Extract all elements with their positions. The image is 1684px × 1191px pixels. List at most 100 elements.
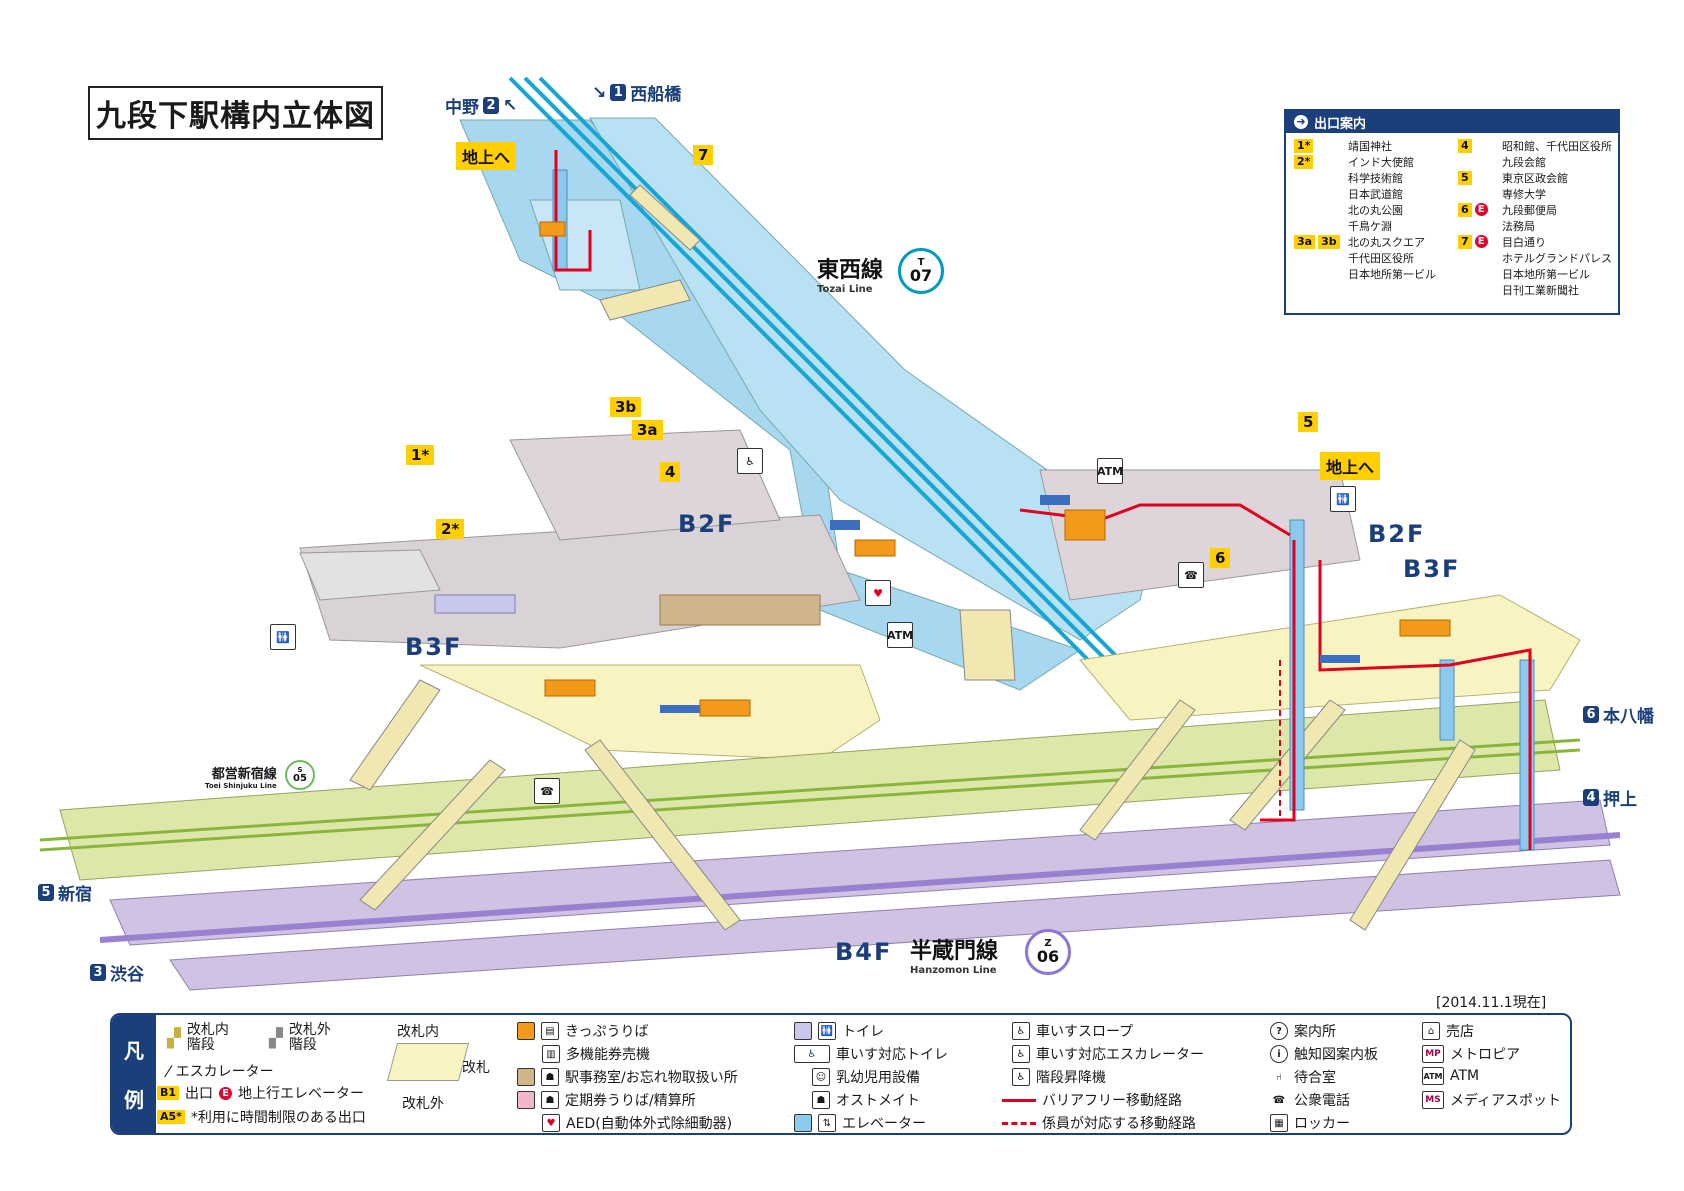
direction-label: 押上 (1603, 790, 1637, 810)
shinjuku-tracks (39, 738, 1581, 852)
b3f-left-concourse (419, 664, 881, 761)
floor-label-b2f-left: B2F (678, 510, 736, 538)
direction-number: 2 (483, 97, 499, 114)
legend-panel: 凡 例 ▞ 改札内 階段 ▞ 改札外 階段 ⁄ エスカレーター B1 出口 E … (110, 1013, 1572, 1135)
elevator-e-icon: E (219, 1086, 233, 1100)
station-office (659, 594, 821, 626)
legend-escalator: ⁄ エスカレーター (167, 1061, 274, 1081)
exit-7-label: 7 (693, 145, 714, 165)
direction-motoyawata: 6 本八幡 (1583, 702, 1654, 727)
legend-label: 定期券うりば/精算所 (565, 1093, 696, 1109)
direction-shibuya: 3 渋谷 (90, 960, 144, 985)
stairs-icon: ▞ (269, 1027, 283, 1049)
direction-number: 6 (1583, 706, 1599, 723)
legend-gate-outside: 改札外 (402, 1093, 444, 1113)
exit-guide-row: 5 東京区政会館 専修大学 (1458, 171, 1612, 203)
legend-label: 改札外 (402, 1096, 444, 1112)
escalator-icon: ⁄ (167, 1061, 170, 1081)
legend-label: オストメイト (836, 1093, 920, 1109)
direction-label: 新宿 (58, 885, 92, 905)
elevator-shaft-icon (794, 1114, 812, 1132)
exit-guide-right-column: 4 昭和館、千代田区役所 九段会館 5 東京区政会館 専修大学 6 E (1458, 139, 1612, 299)
exit-number-badge: 5 (1458, 171, 1472, 185)
tozai-code: 07 (909, 266, 933, 285)
wheelchair-toilet-icon: ♿ (794, 1045, 830, 1063)
legend-stair-lift: ♿ 階段昇降機 (1012, 1067, 1106, 1087)
elevator-e-icon: E (1474, 203, 1488, 216)
b2f-left-upper (509, 429, 781, 541)
tozai-line-sub: Tozai Line (817, 284, 873, 295)
legend-limited-exit: A5* *利用に時間制限のある出口 (157, 1107, 366, 1127)
legend-waiting: ⑁ 待合室 (1270, 1067, 1336, 1087)
shop-icon: ⌂ (1422, 1022, 1440, 1040)
legend-gate: 改札 (462, 1057, 490, 1077)
exit-number-badge: 2* (1294, 155, 1314, 169)
legend-label: 係員が対応する移動経路 (1042, 1116, 1196, 1132)
legend-locker: ▦ ロッカー (1270, 1113, 1350, 1133)
legend-atm: ATM ATM (1422, 1067, 1479, 1085)
legend-multi-ticket: ▥ 多機能券売機 (542, 1044, 650, 1064)
legend-pass: ☗ 定期券うりば/精算所 (517, 1090, 696, 1110)
exit-number-badge: 7 (1458, 235, 1472, 249)
legend-inside-stairs: ▞ 改札内 階段 (167, 1023, 229, 1053)
legend-label: 改札 (462, 1060, 490, 1076)
legend-label: きっぷうりば (565, 1024, 649, 1040)
exit-3a-label: 3a (632, 420, 663, 440)
exit-number-badge: 6 (1458, 203, 1472, 217)
legend-label: ロッカー (1294, 1116, 1350, 1132)
exit-1-label: 1* (406, 445, 435, 465)
direction-label: 本八幡 (1603, 707, 1654, 727)
red-line-icon (1002, 1098, 1036, 1102)
exit-place: 千代田区役所 (1348, 252, 1414, 265)
elevator-icon: ⇅ (818, 1114, 836, 1132)
exit-guide-row: 1* 靖国神社 (1294, 139, 1448, 155)
exit-place: 北の丸公園 (1348, 204, 1403, 217)
toilet-icon: 🚻 (1330, 486, 1356, 512)
hanzomon-code: 06 (1036, 947, 1060, 966)
direction-label: 中野 (445, 98, 479, 118)
legend-label: メトロピア (1450, 1047, 1520, 1063)
tozai-line-label: 東西線 Tozai Line (817, 252, 883, 295)
shinjuku-station-badge: S 05 (285, 760, 315, 790)
ticket-machine-icon: ▤ (541, 1022, 559, 1040)
legend-label: 改札外 階段 (288, 1022, 331, 1053)
legend-barrier-free: バリアフリー移動経路 (1002, 1090, 1182, 1110)
exit-guide-row: 2* インド大使館 科学技術館 日本武道館 北の丸公園 千鳥ケ淵 (1294, 155, 1448, 235)
toilet-icon: 🚻 (818, 1022, 836, 1040)
shinjuku-line-label: 都営新宿線 Toei Shinjuku Line (205, 763, 277, 790)
exit-guide-left-column: 1* 靖国神社 2* インド大使館 科学技術館 日本武道館 北の丸公園 千鳥ケ淵… (1294, 139, 1448, 299)
legend-label: バリアフリー移動経路 (1042, 1093, 1182, 1109)
legend-label: 乳幼児用設備 (836, 1070, 920, 1086)
pass-office-icon (517, 1091, 535, 1109)
legend-label: *利用に時間制限のある出口 (190, 1110, 366, 1126)
arrow-right-icon: ➜ (1294, 115, 1308, 129)
exit-place: 日本地所第一ビル (1348, 268, 1436, 281)
wheelchair-escalator-icon: ♿ (1012, 1045, 1030, 1063)
toilet-room-icon (794, 1022, 812, 1040)
atm-icon: ATM (1422, 1067, 1444, 1085)
metropia-icon: MP (1422, 1045, 1444, 1063)
ostomate-icon: ☗ (812, 1091, 830, 1109)
hanzomon-line-label: 半蔵門線 Hanzomon Line (910, 933, 998, 976)
waiting-room-icon: ⑁ (1270, 1068, 1288, 1086)
legend-wc-toilet: ♿ 車いす対応トイレ (794, 1044, 948, 1064)
exit-place: 日刊工業新聞社 (1502, 284, 1579, 297)
shinjuku-line-sub: Toei Shinjuku Line (205, 782, 277, 790)
exit-4-label: 4 (660, 462, 681, 482)
phone-icon: ☎ (1178, 562, 1204, 588)
shinjuku-letter: S (297, 766, 303, 774)
legend-label: AED(自動体外式除細動器) (566, 1116, 733, 1132)
legend-label: 改札内 階段 (186, 1022, 229, 1053)
legend-toilet: 🚻 トイレ (794, 1021, 884, 1041)
legend-label: 車いす対応エスカレーター (1036, 1047, 1204, 1063)
exit-place: 九段会館 (1502, 156, 1546, 169)
grey-block (299, 549, 441, 601)
direction-shinjuku: 5 新宿 (38, 880, 92, 905)
exit-place: 日本地所第一ビル (1502, 268, 1590, 281)
hanzomon-letter: Z (1044, 938, 1052, 949)
legend-ticket: ▤ きっぷうりば (517, 1021, 648, 1041)
aed-icon: ♥ (542, 1114, 560, 1132)
exit-place: 昭和館、千代田区役所 (1502, 140, 1612, 153)
phone-icon: ☎ (534, 778, 560, 804)
exit-guide-row: 6 E 九段郵便局 法務局 (1458, 203, 1612, 235)
